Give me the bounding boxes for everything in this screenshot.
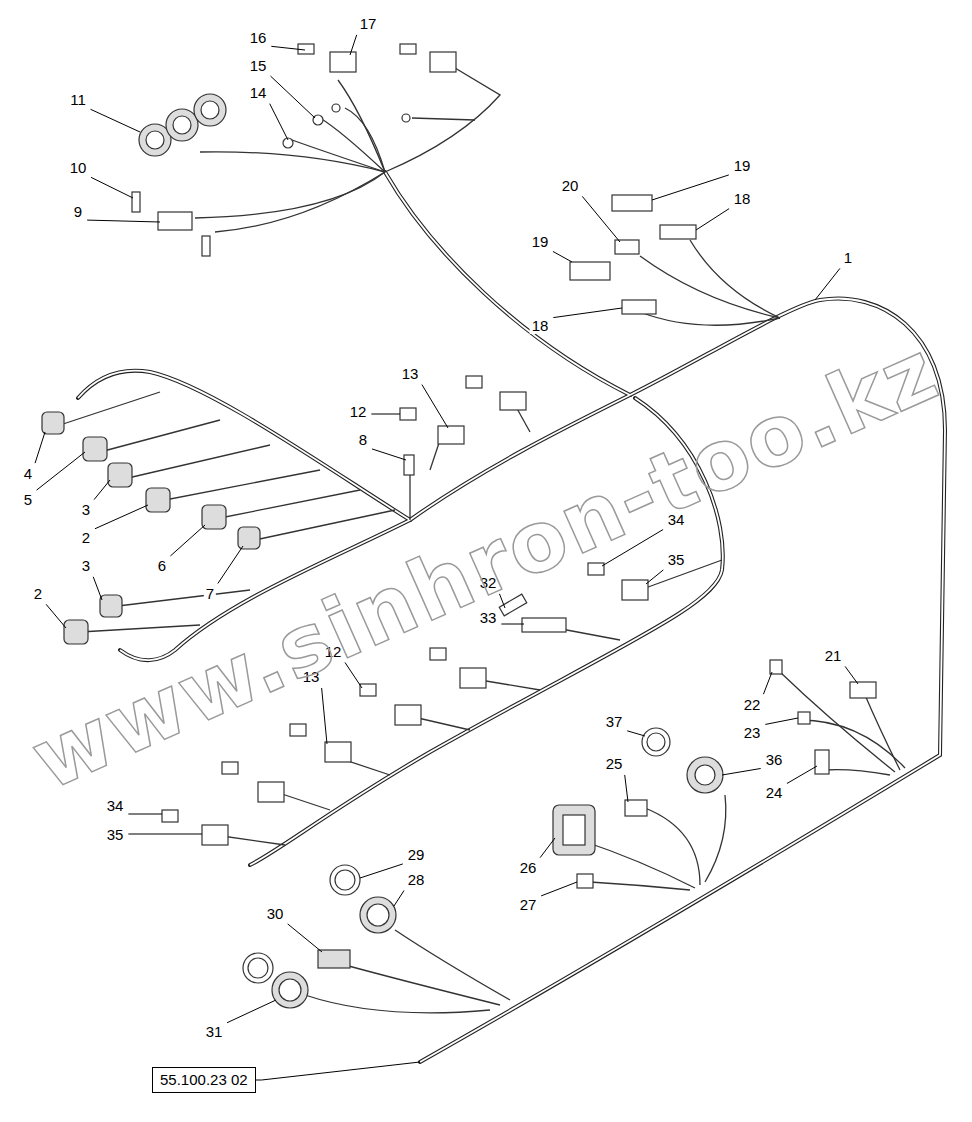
leader-line — [128, 834, 202, 835]
callout-number: 3 — [80, 558, 92, 574]
callout-number: 18 — [732, 191, 753, 207]
leader-line — [87, 220, 160, 222]
leader-line — [271, 76, 315, 118]
leader-line — [35, 432, 45, 463]
leader-line — [91, 177, 133, 198]
leader-line — [93, 577, 102, 600]
callout-number: 35 — [105, 827, 126, 843]
leader-line — [763, 672, 772, 694]
callout-number: 25 — [604, 756, 625, 772]
callout-number: 17 — [358, 16, 379, 32]
leader-line — [394, 891, 404, 906]
callout-number: 11 — [68, 92, 88, 108]
callout-number: 24 — [764, 785, 785, 801]
leader-line — [765, 718, 798, 724]
callout-number: 5 — [22, 492, 34, 508]
leader-line — [422, 385, 448, 428]
leader-line — [625, 775, 628, 802]
leader-line — [582, 196, 620, 242]
callout-number: 3 — [80, 502, 92, 518]
leader-line — [815, 268, 840, 300]
callout-number: 31 — [204, 1024, 225, 1040]
reference-number: 55.100.23 02 — [160, 1071, 248, 1089]
leader-line — [646, 570, 663, 584]
callout-number: 1 — [842, 250, 854, 266]
leader-line — [787, 766, 817, 783]
leader-line — [262, 1062, 420, 1080]
leader-line — [270, 104, 288, 140]
callout-number: 15 — [248, 58, 269, 74]
callout-number: 22 — [742, 697, 763, 713]
leader-line — [541, 882, 577, 896]
callout-number: 23 — [742, 725, 763, 741]
callout-number: 4 — [22, 466, 34, 482]
leader-line — [46, 604, 66, 628]
callout-number: 13 — [400, 366, 421, 382]
callout-number: 9 — [72, 204, 84, 220]
leader-line — [170, 525, 205, 556]
callout-number: 16 — [248, 30, 269, 46]
callout-number: 2 — [32, 586, 44, 602]
callout-number: 30 — [265, 906, 286, 922]
leader-line — [91, 109, 140, 132]
callout-number: 36 — [764, 752, 785, 768]
callout-number: 21 — [823, 648, 844, 664]
leader-line — [722, 768, 761, 775]
callout-number: 19 — [732, 158, 753, 174]
leader-line — [271, 46, 305, 50]
reference-box: 55.100.23 02 — [152, 1067, 256, 1093]
leader-line — [360, 864, 403, 878]
callout-number: 19 — [530, 234, 551, 250]
leader-line — [218, 546, 243, 584]
leader-line — [540, 838, 555, 858]
leader-line — [845, 666, 858, 684]
callout-number: 28 — [406, 872, 427, 888]
callout-number: 26 — [518, 860, 539, 876]
leader-line — [350, 35, 357, 55]
leader-line — [227, 1000, 276, 1023]
callout-number: 37 — [604, 714, 625, 730]
leader-line — [95, 505, 148, 529]
leader-line — [627, 731, 645, 736]
callout-number: 8 — [357, 432, 369, 448]
leader-line — [37, 452, 85, 490]
callout-number: 18 — [530, 318, 551, 334]
callout-number: 14 — [248, 85, 269, 101]
leader-line — [128, 814, 162, 815]
callout-number: 7 — [204, 586, 216, 602]
leader-line — [696, 209, 729, 230]
callout-number: 27 — [518, 897, 539, 913]
leader-line — [94, 480, 110, 500]
callout-number: 20 — [560, 178, 581, 194]
callout-number: 34 — [105, 798, 126, 814]
leader-line — [288, 924, 322, 952]
callout-number: 10 — [68, 160, 89, 176]
leader-line — [322, 688, 327, 744]
leader-line — [371, 414, 400, 415]
callout-number: 6 — [156, 558, 168, 574]
callout-number: 35 — [666, 552, 687, 568]
leader-line — [553, 251, 572, 262]
callout-number: 12 — [348, 404, 369, 420]
callout-number: 29 — [406, 847, 427, 863]
leader-line — [501, 624, 524, 625]
leader-line — [553, 308, 622, 318]
leader-line — [256, 1080, 262, 1081]
callout-number: 2 — [80, 530, 92, 546]
leader-line — [652, 175, 729, 200]
leader-line — [372, 449, 406, 460]
